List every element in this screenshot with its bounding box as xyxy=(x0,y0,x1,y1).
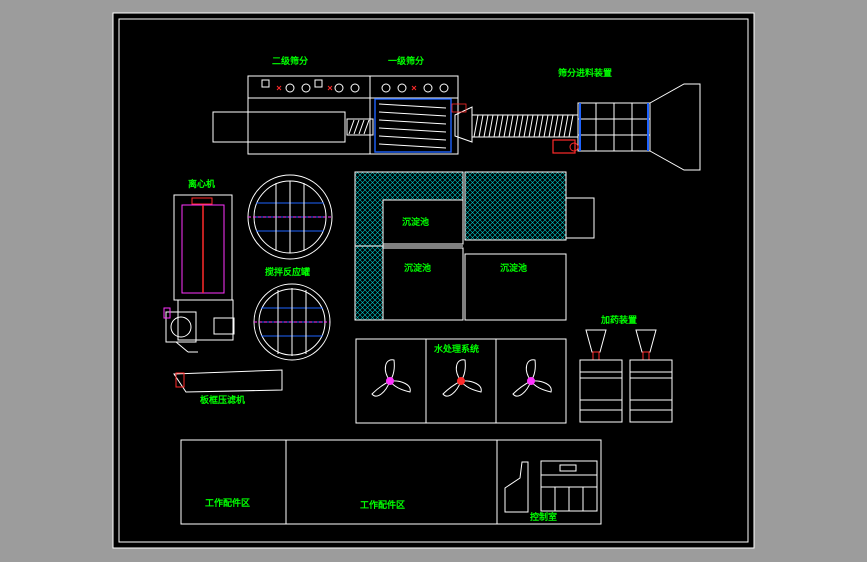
label-centrifuge: 离心机 xyxy=(188,178,215,190)
label-work-area-1: 工作配件区 xyxy=(205,497,250,509)
stirring-reactor-2 xyxy=(253,283,331,361)
screening-accents xyxy=(276,85,649,154)
dosing-device-2 xyxy=(629,329,673,423)
propeller-2 xyxy=(442,359,482,397)
label-settling-tank-1: 沉淀池 xyxy=(402,216,429,228)
label-filter-press: 板框压滤机 xyxy=(200,394,245,406)
label-feeder: 筛分进料装置 xyxy=(558,67,612,79)
label-dosing-device: 加药装置 xyxy=(600,314,637,326)
label-work-area-2: 工作配件区 xyxy=(360,499,405,511)
stirring-reactor-1 xyxy=(247,174,333,260)
filter-press xyxy=(173,369,283,393)
water-treatment-system xyxy=(355,338,567,424)
label-stage1-screen: 一级筛分 xyxy=(388,55,424,67)
propeller-3 xyxy=(512,359,552,397)
drawing-sheet xyxy=(113,13,754,548)
centrifuge-accents xyxy=(163,197,225,319)
label-settling-tank-2: 沉淀池 xyxy=(404,262,431,274)
label-stage2-screen: 二级筛分 xyxy=(272,55,308,67)
label-settling-tank-3: 沉淀池 xyxy=(500,262,527,274)
drawing-border-inner xyxy=(118,18,749,543)
propeller-1 xyxy=(371,359,411,397)
label-control-room: 控制室 xyxy=(530,511,557,523)
control-console xyxy=(504,460,598,513)
work-areas xyxy=(180,439,602,525)
dosing-device-1 xyxy=(579,329,623,423)
settling-tanks xyxy=(354,171,595,321)
label-water-treatment: 水处理系统 xyxy=(434,343,479,355)
drawing-border-outer xyxy=(112,12,755,549)
label-reactor: 搅拌反应罐 xyxy=(265,266,310,278)
screening-line xyxy=(212,75,701,171)
